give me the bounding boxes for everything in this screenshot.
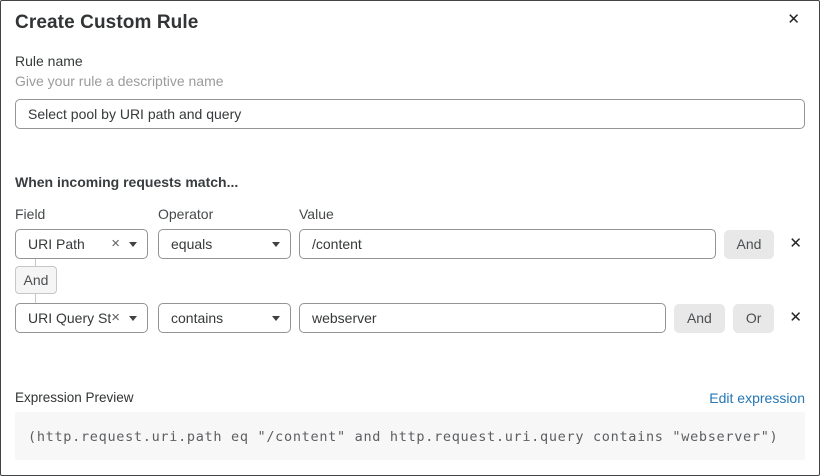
column-labels: Field Operator Value xyxy=(15,206,805,222)
rule-name-section: Rule name Give your rule a descriptive n… xyxy=(15,53,805,129)
or-button[interactable]: Or xyxy=(732,303,775,333)
edit-expression-link[interactable]: Edit expression xyxy=(709,390,805,406)
rule-name-helper: Give your rule a descriptive name xyxy=(15,73,224,89)
operator-select[interactable]: contains xyxy=(158,303,291,333)
dialog-header: Create Custom Rule ✕ xyxy=(15,11,805,35)
caret-down-icon xyxy=(272,241,280,247)
field-column-label: Field xyxy=(15,206,46,222)
remove-condition-icon[interactable]: ✕ xyxy=(789,235,802,252)
field-select[interactable]: URI Path × xyxy=(15,229,148,259)
condition-connector: And xyxy=(15,259,805,303)
rule-name-input[interactable] xyxy=(15,99,805,129)
expression-code: (http.request.uri.path eq "/content" and… xyxy=(28,429,779,445)
value-input[interactable] xyxy=(299,229,716,259)
caret-down-icon xyxy=(272,315,280,321)
rule-name-label: Rule name xyxy=(15,53,83,69)
operator-column-label: Operator xyxy=(158,206,214,222)
value-input[interactable] xyxy=(299,303,666,333)
operator-select-value: contains xyxy=(171,310,224,326)
expression-preview-label: Expression Preview xyxy=(15,390,134,405)
connector-line-top xyxy=(35,259,36,266)
operator-select-value: equals xyxy=(171,236,213,252)
and-button[interactable]: And xyxy=(723,229,775,259)
and-button[interactable]: And xyxy=(673,303,725,333)
operator-select[interactable]: equals xyxy=(158,229,291,259)
field-select[interactable]: URI Query St... × xyxy=(15,303,148,333)
page-title: Create Custom Rule xyxy=(15,12,199,33)
condition-row-2: URI Query St... × contains And Or ✕ xyxy=(15,303,805,333)
clear-icon[interactable]: × xyxy=(111,309,120,326)
match-heading: When incoming requests match... xyxy=(15,174,239,190)
condition-row-1: URI Path × equals And ✕ xyxy=(15,229,805,259)
expression-preview-header: Expression Preview Edit expression xyxy=(15,390,805,406)
field-select-value: URI Query St... xyxy=(28,310,112,326)
remove-condition-icon[interactable]: ✕ xyxy=(789,309,802,326)
caret-down-icon xyxy=(129,241,137,247)
field-select-value: URI Path xyxy=(28,236,85,252)
connector-and-badge[interactable]: And xyxy=(15,266,57,294)
value-column-label: Value xyxy=(299,206,334,222)
clear-icon[interactable]: × xyxy=(111,235,120,252)
caret-down-icon xyxy=(129,315,137,321)
expression-code-block: (http.request.uri.path eq "/content" and… xyxy=(15,412,805,460)
connector-line-bottom xyxy=(35,294,36,303)
close-icon[interactable]: ✕ xyxy=(787,11,800,28)
